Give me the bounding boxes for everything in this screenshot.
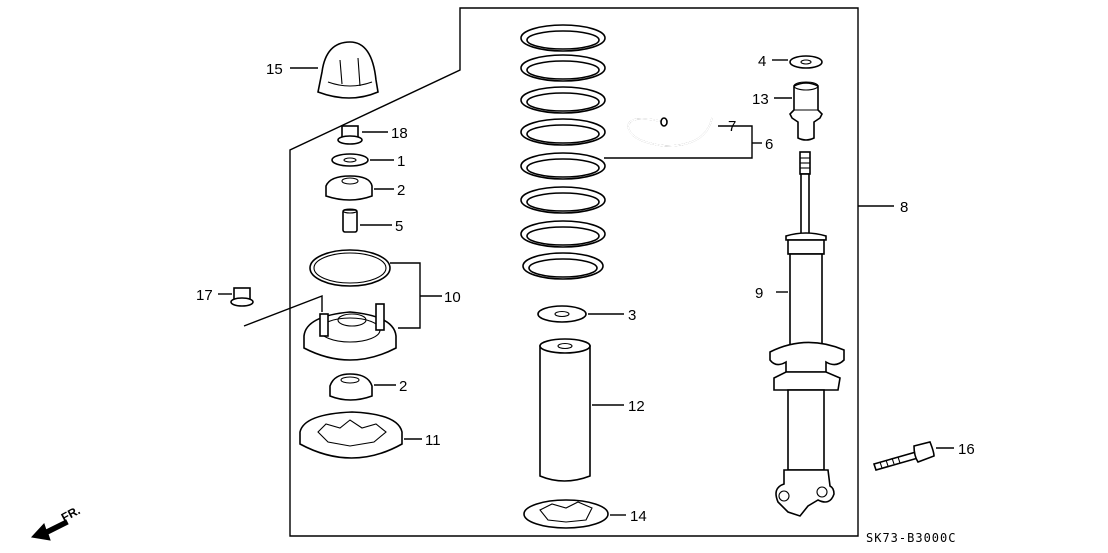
callout-10: 10 xyxy=(444,289,461,306)
callout-9: 9 xyxy=(755,285,763,302)
part-9-shock-absorber xyxy=(769,151,845,517)
callout-3: 3 xyxy=(628,307,636,324)
callout-15: 15 xyxy=(266,61,283,78)
part-13-bump-stop xyxy=(789,81,823,141)
part-5-collar xyxy=(342,208,358,233)
part-2-mount-rubber-lower xyxy=(329,373,373,401)
callout-12: 12 xyxy=(628,398,645,415)
callout-18: 18 xyxy=(391,125,408,142)
part-15-dust-cap xyxy=(317,41,379,99)
part-1-washer xyxy=(331,153,369,167)
part-17-flange-nut xyxy=(230,287,254,307)
part-6-coil-spring xyxy=(520,24,606,280)
callout-16: 16 xyxy=(958,441,975,458)
callout-5: 5 xyxy=(395,218,403,235)
callout-1: 1 xyxy=(397,153,405,170)
part-10-mount-base xyxy=(303,303,397,361)
callout-4: 4 xyxy=(758,53,766,70)
callout-14: 14 xyxy=(630,508,647,525)
callout-7: 7 xyxy=(728,118,736,135)
callout-6: 6 xyxy=(765,136,773,153)
leader-6-7 xyxy=(604,125,753,159)
leader-10-bracket xyxy=(390,262,421,329)
part-14-spring-pad xyxy=(523,499,609,529)
part-4-washer xyxy=(789,55,823,69)
callout-17: 17 xyxy=(196,287,213,304)
part-7-spring-tube xyxy=(627,117,713,147)
leader-17-to-stud xyxy=(243,294,323,327)
callout-2a: 2 xyxy=(397,182,405,199)
diagram-code: SK73-B3000C xyxy=(866,531,956,545)
front-direction-arrow-icon xyxy=(31,519,69,541)
callout-11: 11 xyxy=(425,432,441,449)
part-16-flange-bolt xyxy=(872,441,935,471)
callout-8: 8 xyxy=(900,199,908,216)
callout-13: 13 xyxy=(752,91,769,108)
part-18-flange-nut xyxy=(337,125,363,145)
part-3-spring-washer xyxy=(537,305,587,323)
callout-2b: 2 xyxy=(399,378,407,395)
part-10-oring xyxy=(309,249,391,287)
part-11-spring-seat xyxy=(299,411,403,459)
part-12-dust-cover xyxy=(539,338,591,482)
part-2-mount-rubber-upper xyxy=(325,175,373,201)
assembly-frame xyxy=(289,7,859,537)
